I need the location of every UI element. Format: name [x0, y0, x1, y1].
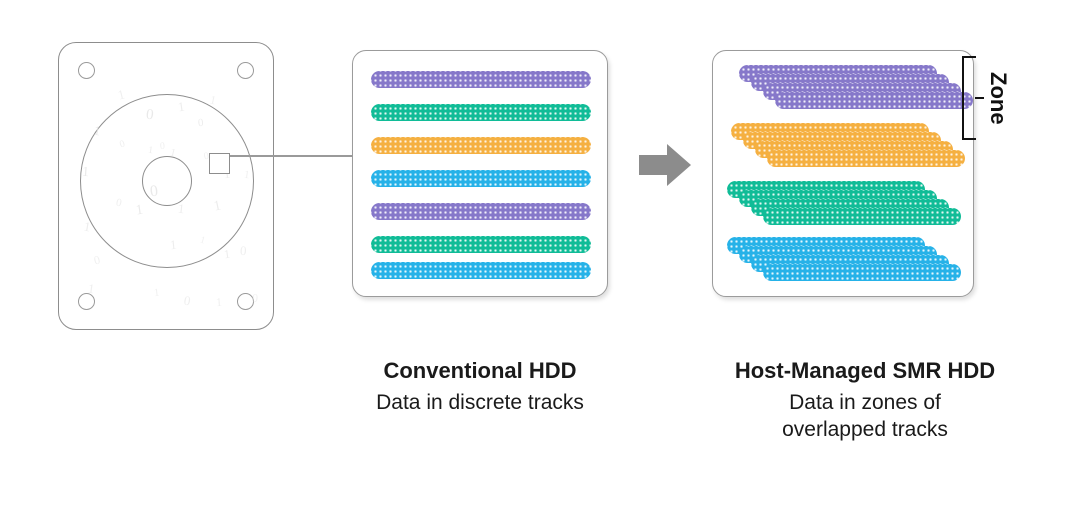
zone-blue — [713, 51, 973, 296]
zone-purple — [713, 51, 973, 296]
conventional-track — [371, 170, 591, 187]
zone-bracket — [962, 56, 976, 140]
zone-bracket-tick — [975, 97, 984, 100]
smr-track — [763, 264, 961, 281]
binary-bit: 0 — [145, 106, 155, 124]
binary-bit: 0 — [197, 116, 204, 130]
zone-annotation: Zone — [962, 56, 1024, 140]
zone-orange — [713, 51, 973, 296]
zone-green — [713, 51, 973, 296]
caption-conventional-subtitle: Data in discrete tracks — [376, 391, 584, 414]
spindle-hub — [142, 156, 192, 206]
conventional-track — [371, 104, 591, 121]
conventional-track — [371, 137, 591, 154]
magnified-region-marker — [209, 153, 230, 174]
caption-smr-title: Host-Managed SMR HDD — [734, 358, 996, 383]
smr-track — [775, 92, 973, 109]
caption-conventional: Conventional HDD Data in discrete tracks — [320, 357, 640, 416]
transition-arrow — [639, 143, 691, 187]
binary-bit: 1 — [153, 286, 161, 300]
screw-hole-bottom-left — [78, 293, 95, 310]
binary-bit: 0 — [251, 290, 259, 306]
conventional-track — [371, 236, 591, 253]
binary-bit: 1 — [177, 200, 186, 217]
caption-conventional-title: Conventional HDD — [383, 358, 577, 383]
screw-hole-top-right — [237, 62, 254, 79]
caption-smr-subtitle-line2: overlapped tracks — [782, 418, 948, 441]
conventional-track — [371, 71, 591, 88]
conventional-track — [371, 262, 591, 279]
smr-track — [767, 150, 965, 167]
conventional-hdd-panel — [352, 50, 608, 297]
zone-label: Zone — [986, 71, 1011, 125]
leader-line — [230, 155, 357, 157]
host-managed-smr-hdd-panel — [712, 50, 974, 297]
screw-hole-top-left — [78, 62, 95, 79]
smr-track — [763, 208, 961, 225]
binary-bit: 1 — [169, 236, 178, 253]
binary-bit: 0 — [159, 140, 166, 153]
binary-bit: 1 — [81, 164, 90, 181]
binary-bit: 0 — [149, 182, 159, 201]
caption-smr: Host-Managed SMR HDD Data in zones of ov… — [690, 357, 1040, 443]
screw-hole-bottom-right — [237, 293, 254, 310]
platter-disc — [80, 94, 254, 268]
binary-bit: 1 — [215, 294, 223, 310]
conventional-track — [371, 203, 591, 220]
caption-smr-subtitle-line1: Data in zones of — [789, 391, 941, 414]
binary-bit: 0 — [239, 242, 248, 259]
